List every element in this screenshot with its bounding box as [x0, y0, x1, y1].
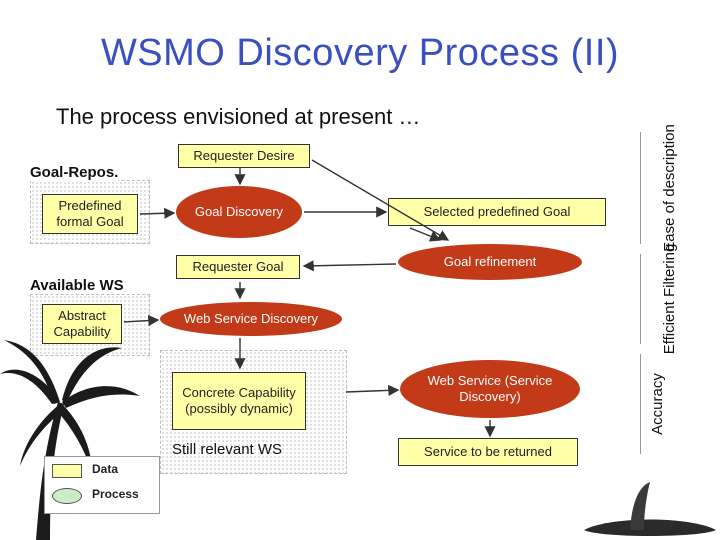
goal-repos-label: Goal-Repos.	[30, 164, 119, 181]
accuracy-label: Accuracy	[648, 373, 666, 435]
arrow-abstract-to-wsdisc	[123, 314, 160, 327]
arrow-desire-to-refinement	[311, 159, 450, 241]
requester-goal-box: Requester Goal	[176, 255, 300, 279]
page-number: 77	[661, 518, 675, 532]
goal-refinement-process: Goal refinement	[398, 244, 582, 280]
efficient-filtering-bar: Efficient Filtering	[640, 244, 698, 354]
slide-subtitle: The process envisioned at present …	[56, 104, 421, 129]
selected-goal-box: Selected predefined Goal	[388, 198, 606, 226]
abstract-capability-box: Abstract Capability	[42, 304, 122, 344]
legend-data-label: Data	[92, 462, 119, 476]
available-ws-label: Available WS	[30, 277, 124, 294]
ease-of-description-bar: Ease of description	[640, 124, 698, 252]
slide-title: WSMO Discovery Process (II)	[100, 32, 620, 74]
ws-discovery-process: Web Service Discovery	[160, 302, 342, 336]
predefined-goal-box: Predefined formal Goal	[42, 194, 138, 234]
boat-decoration	[584, 482, 716, 536]
legend-process-label: Process	[92, 487, 139, 501]
service-returned-box: Service to be returned	[398, 438, 578, 466]
arrow-predefined-to-goaldisc	[139, 207, 176, 219]
arrow-concrete-to-wssd	[345, 384, 400, 396]
legend-process-swatch	[52, 488, 82, 504]
legend-data-swatch	[52, 464, 82, 478]
arrow-refinement-to-reqgoal	[302, 260, 397, 272]
accuracy-bar: Accuracy	[640, 354, 674, 454]
efficient-filtering-label: Efficient Filtering	[660, 243, 678, 355]
concrete-capability-box: Concrete Capability (possibly dynamic)	[172, 372, 306, 430]
ws-service-discovery-process: Web Service (Service Discovery)	[400, 360, 580, 418]
still-relevant-text: Still relevant WS	[172, 441, 283, 458]
ease-of-description-label: Ease of description	[660, 124, 678, 252]
arrow-selected-to-refinement	[409, 227, 442, 242]
goal-discovery-process: Goal Discovery	[176, 186, 302, 238]
requester-desire-box: Requester Desire	[178, 144, 310, 168]
